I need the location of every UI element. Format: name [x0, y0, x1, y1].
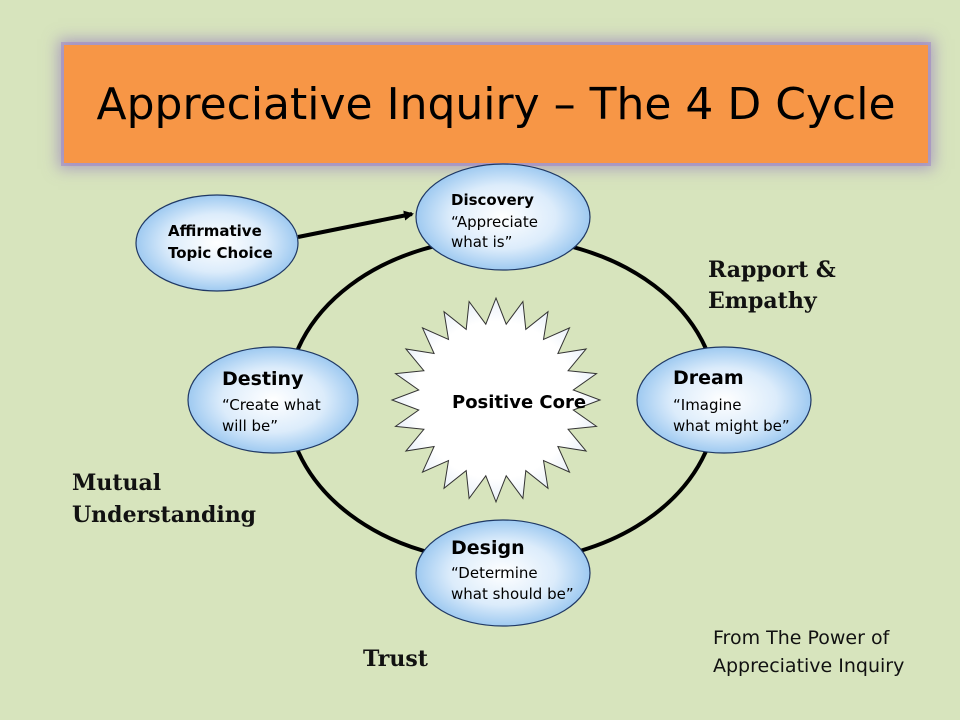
- design-ellipse: [415, 519, 591, 627]
- rapport-label-line2: Empathy: [708, 288, 817, 314]
- title-banner: Appreciative Inquiry – The 4 D Cycle: [64, 45, 928, 163]
- affirmative-arrow: [297, 210, 414, 239]
- dream-subtitle-line1: “Imagine: [673, 396, 742, 414]
- mutual-label-line1: Mutual: [72, 470, 162, 496]
- trust-label: Trust: [363, 646, 428, 672]
- destiny-ellipse: [187, 346, 359, 454]
- source-citation: From The Power of Appreciative Inquiry: [713, 624, 904, 680]
- discovery-subtitle-line2: what is”: [451, 233, 513, 251]
- affirmative-ellipse: [135, 194, 299, 292]
- destiny-title: Destiny: [222, 368, 304, 390]
- positive-core-label: Positive Core: [452, 392, 587, 413]
- discovery-title: Discovery: [451, 191, 534, 209]
- design-title: Design: [451, 537, 525, 559]
- affirmative-label-line2: Topic Choice: [168, 244, 273, 262]
- destiny-subtitle-line1: “Create what: [222, 396, 321, 414]
- mutual-label-line2: Understanding: [72, 502, 257, 528]
- dream-subtitle-line2: what might be”: [673, 417, 790, 435]
- discovery-subtitle-line1: “Appreciate: [451, 213, 538, 231]
- affirmative-label-line1: Affirmative: [168, 222, 262, 240]
- slide-title: Appreciative Inquiry – The 4 D Cycle: [96, 78, 896, 130]
- design-subtitle-line1: “Determine: [451, 564, 538, 582]
- positive-core-star: [390, 296, 602, 504]
- dream-ellipse: [636, 346, 812, 454]
- source-line2: Appreciative Inquiry: [713, 655, 905, 677]
- destiny-subtitle-line2: will be”: [222, 417, 279, 435]
- design-subtitle-line2: what should be”: [451, 585, 574, 603]
- discovery-ellipse: [415, 163, 591, 271]
- source-line1: From The Power of: [713, 627, 890, 649]
- dream-title: Dream: [673, 367, 744, 389]
- rapport-label-line1: Rapport &: [708, 257, 836, 283]
